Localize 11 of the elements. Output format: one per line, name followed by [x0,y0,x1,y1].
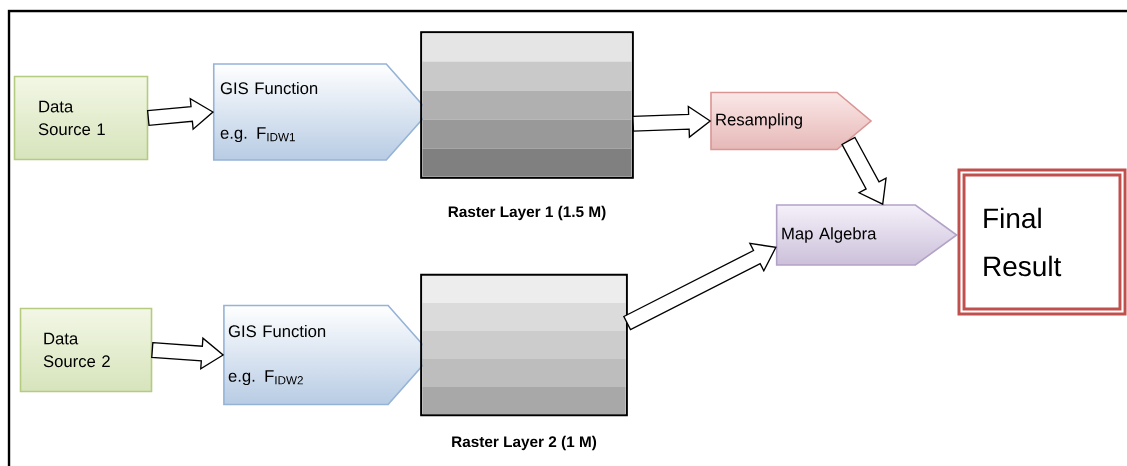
block-arrow [151,336,225,371]
source-box: Data Source 1 [13,75,149,161]
node-label: Raster Layer 1 (1.5 M) [448,205,606,221]
block-arrow [146,97,215,131]
block-arrow [632,105,712,139]
node-label: Raster Layer 2 (1 M) [452,435,597,451]
source-box: Data Source 2 [19,307,153,393]
raster-image [420,31,634,179]
raster-image [420,273,628,417]
block-arrow [841,136,887,206]
result-box: Final Result [957,168,1127,316]
